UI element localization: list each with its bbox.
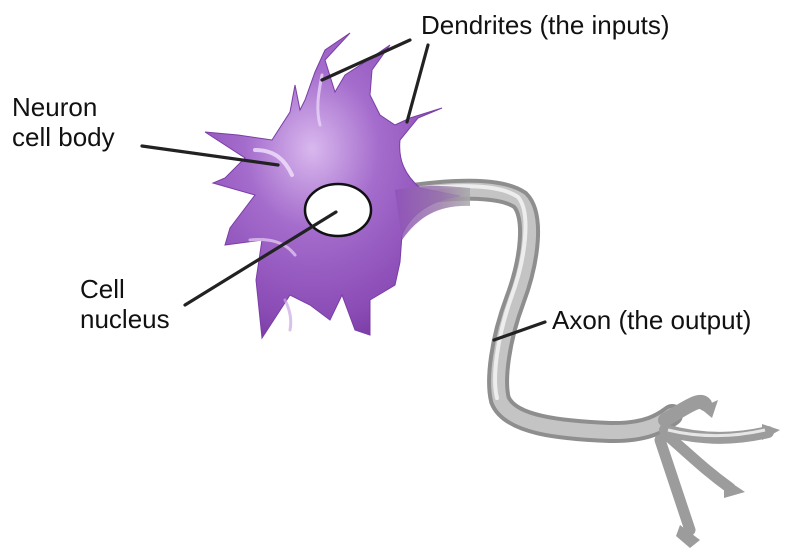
cell-body-label: Neuron cell body	[12, 92, 115, 152]
nucleus-label-line2: nucleus	[80, 304, 170, 334]
dendrites-leader-lower	[407, 45, 428, 122]
dendrites-label: Dendrites (the inputs)	[421, 10, 670, 40]
nucleus-label-line1: Cell	[80, 274, 170, 304]
cell-body-label-line2: cell body	[12, 122, 115, 152]
cell-body-label-line1: Neuron	[12, 92, 115, 122]
axon-label: Axon (the output)	[552, 305, 751, 335]
axon	[400, 186, 780, 548]
nucleus-label: Cell nucleus	[80, 274, 170, 334]
cell-nucleus	[305, 184, 371, 236]
